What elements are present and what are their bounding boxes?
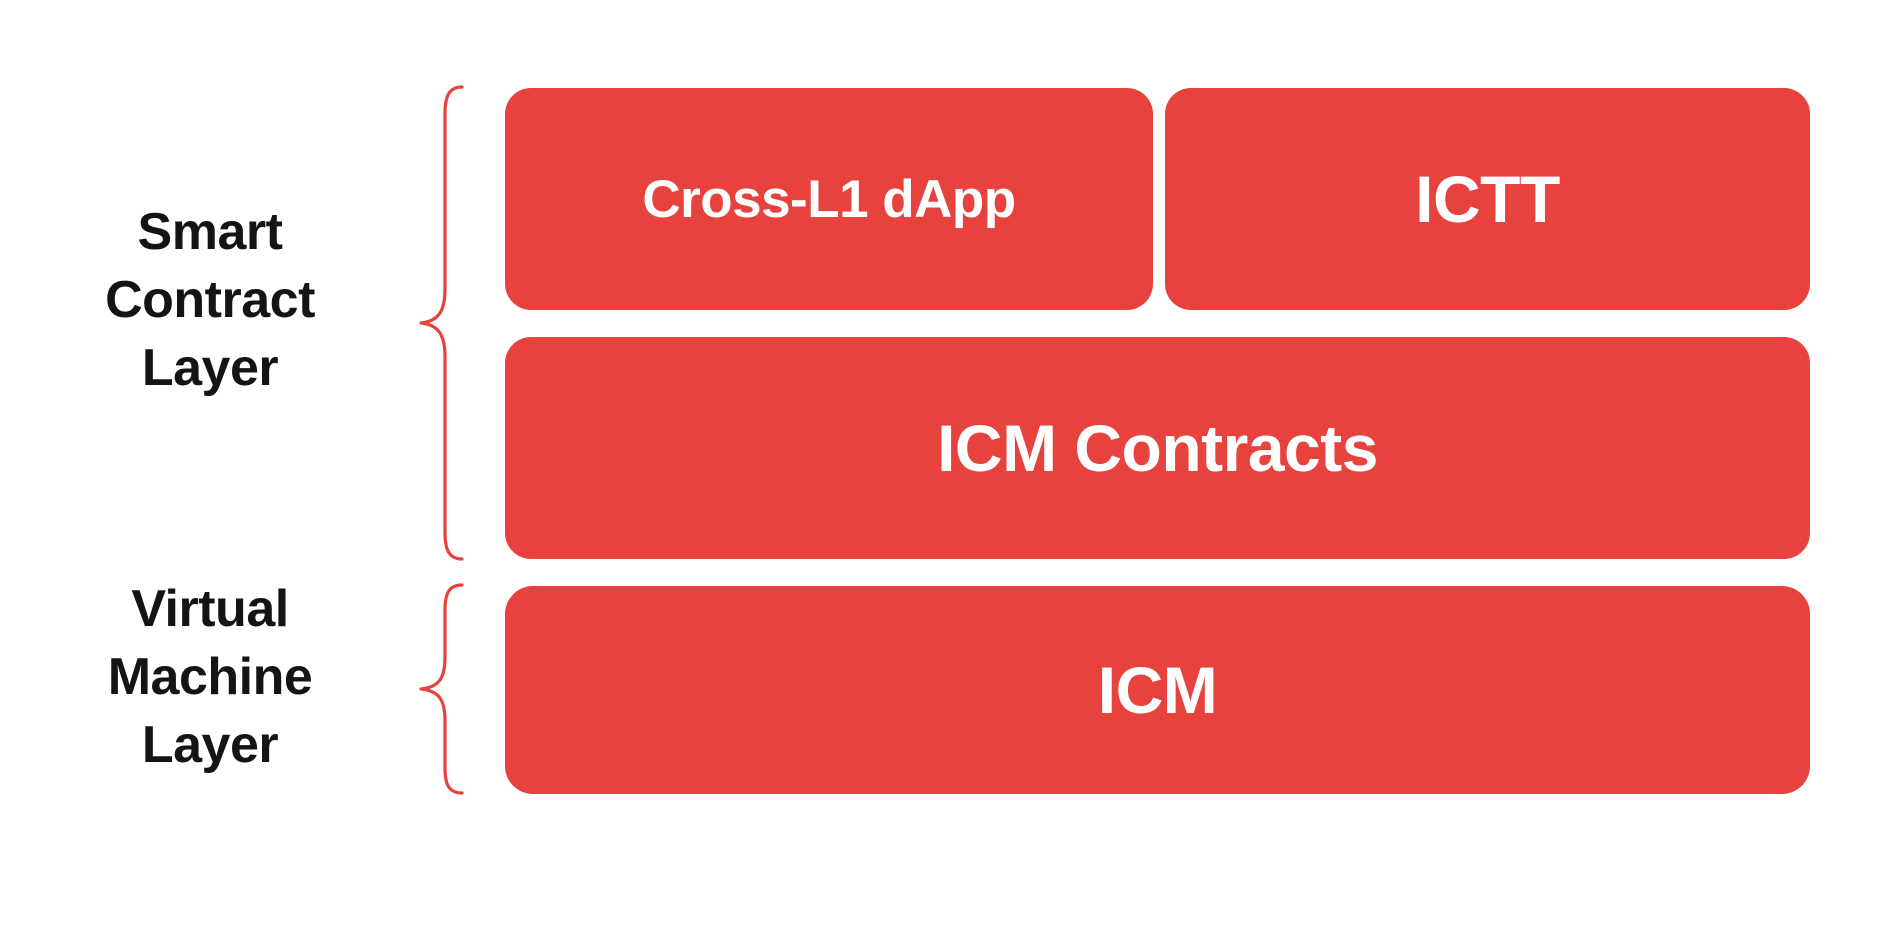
box-label-ictt: ICTT bbox=[1415, 162, 1560, 236]
box-icm[interactable]: ICM bbox=[505, 586, 1810, 794]
box-label-cross-l1-dapp: Cross-L1 dApp bbox=[642, 169, 1016, 229]
box-icm-contracts[interactable]: ICM Contracts bbox=[505, 337, 1810, 559]
box-label-icm: ICM bbox=[1097, 653, 1218, 727]
box-label-icm-contracts: ICM Contracts bbox=[937, 411, 1378, 485]
layer-label-virtual-machine: Virtual Machine Layer bbox=[107, 580, 313, 774]
curly-brace-icon-virtual-machine bbox=[418, 582, 464, 796]
layer-label-smart-contract: Smart Contract Layer bbox=[105, 203, 315, 397]
curly-brace-icon-smart-contract bbox=[418, 84, 464, 562]
box-ictt[interactable]: ICTT bbox=[1165, 88, 1810, 310]
box-cross-l1-dapp[interactable]: Cross-L1 dApp bbox=[505, 88, 1153, 310]
